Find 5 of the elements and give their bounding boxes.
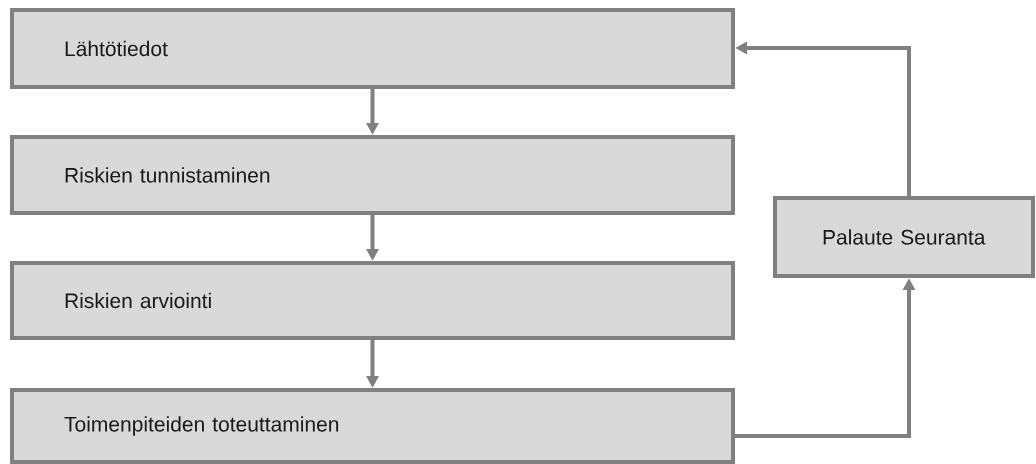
process-box: Riskien arviointi xyxy=(10,261,735,340)
process-box: Toimenpiteiden toteuttaminen xyxy=(10,388,735,464)
process-box: Lähtötiedot xyxy=(10,8,735,89)
process-box: Riskien tunnistaminen xyxy=(10,135,735,215)
process-box: Palaute Seuranta xyxy=(773,196,1035,278)
